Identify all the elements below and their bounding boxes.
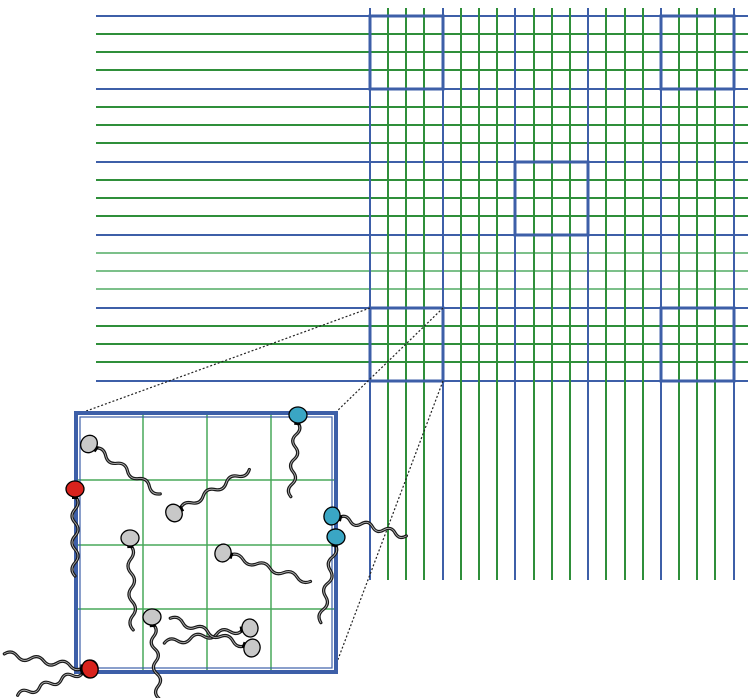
sperm-cells (2, 406, 408, 698)
sperm-cell-icon (165, 467, 251, 523)
sperm-cell-icon (214, 543, 313, 585)
counting-square (368, 306, 445, 383)
sperm-cell-icon (80, 434, 162, 496)
sperm-tail-highlight (169, 616, 246, 647)
sperm-tail-highlight (229, 553, 311, 583)
sperm-head (81, 659, 99, 679)
sperm-tail-highlight (94, 447, 161, 495)
sperm-cell-icon (16, 659, 99, 697)
sperm-tail-highlight (338, 515, 407, 538)
sperm-head (80, 434, 98, 454)
sperm-head (241, 618, 259, 638)
sperm-cell-icon (65, 480, 85, 578)
sperm-tail-highlight (288, 421, 301, 498)
counting-grid (96, 8, 748, 580)
sperm-head (165, 503, 183, 523)
sperm-cell-icon (162, 618, 259, 645)
sperm-head (288, 406, 308, 424)
sperm-head (323, 506, 341, 526)
sperm-tail-highlight (318, 543, 338, 624)
sperm-head (214, 543, 232, 563)
counting-square (368, 14, 445, 91)
sperm-tail-highlight (163, 628, 244, 644)
counting-square (513, 160, 590, 237)
zoom-guide-lines (77, 307, 444, 671)
sperm-cell-icon (323, 506, 408, 540)
sperm-tail-highlight (17, 670, 84, 696)
sperm-tail-highlight (71, 495, 79, 577)
counting-square (659, 14, 736, 91)
sperm-head (65, 480, 85, 498)
sperm-head (243, 638, 261, 658)
sperm-tail-highlight (127, 544, 136, 631)
zoom-guide-line (333, 307, 444, 415)
sperm-cell-icon (142, 608, 163, 698)
counting-square (659, 306, 736, 383)
sperm-head (326, 528, 346, 546)
sperm-tail-highlight (150, 623, 161, 698)
zoom-guide-line (333, 380, 444, 671)
sperm-cell-icon (317, 528, 346, 625)
sperm-head (142, 608, 162, 626)
sperm-cell-icon (168, 615, 261, 658)
sperm-tail-highlight (179, 469, 250, 510)
sperm-cell-icon (120, 529, 140, 632)
sperm-head (120, 529, 140, 547)
sperm-cell-icon (286, 406, 308, 499)
sperm-tail-highlight (3, 651, 84, 671)
